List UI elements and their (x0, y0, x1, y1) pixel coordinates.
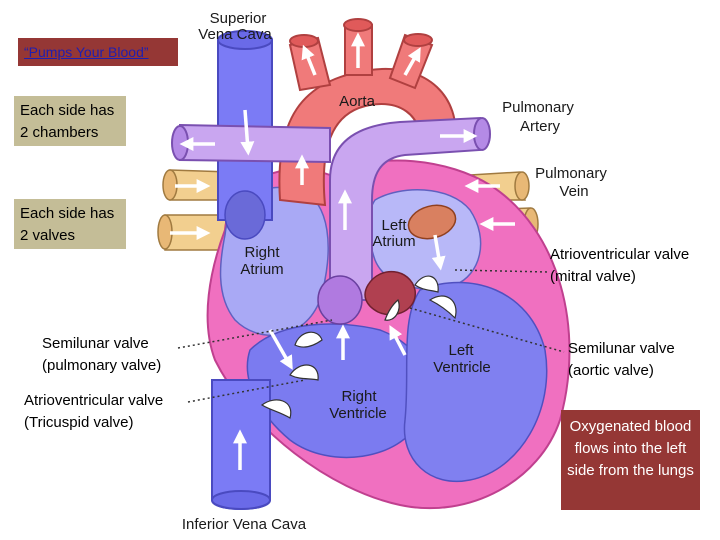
label-pa-line2: Artery (520, 118, 561, 135)
flow-arrows (170, 32, 515, 470)
label-la-line1: Left (381, 217, 407, 234)
header-note: “Pumps Your Blood” (18, 38, 178, 66)
leader-lines (177, 269, 565, 403)
chambers-note: Each side has 2 chambers (14, 96, 126, 146)
label-ivc: Inferior Vena Cava (182, 516, 307, 533)
diagram-labels: Superior Vena Cava Aorta Pulmonary Arter… (182, 10, 607, 533)
label-ra-line1: Right (244, 244, 280, 261)
oxygen-note: Oxygenated blood flows into the left sid… (561, 410, 700, 510)
valve-leaflets (260, 275, 457, 419)
label-pv-line2: Vein (559, 183, 588, 200)
mitral-valve-note: Atrioventricular valve (mitral valve) (550, 246, 690, 285)
svc-opening (224, 190, 266, 240)
label-pa-line1: Pulmonary (502, 99, 574, 116)
label-la-line2: Atrium (372, 233, 415, 250)
label-ra-line2: Atrium (240, 261, 283, 278)
pulmonary-valve (317, 275, 363, 325)
tricuspid-valve-note: Atrioventricular valve (Tricuspid valve) (24, 392, 164, 431)
label-rv-line2: Ventricle (329, 405, 387, 422)
valves-note: Each side has 2 valves (14, 199, 126, 249)
label-svc-line2: Vena Cava (198, 26, 272, 43)
label-pv-line1: Pulmonary (535, 165, 607, 182)
label-rv-line1: Right (341, 388, 377, 405)
aortic-valve-note: Semilunar valve (aortic valve) (568, 340, 675, 379)
label-svc-line1: Superior (210, 10, 267, 27)
label-lv-line2: Ventricle (433, 359, 491, 376)
aortic-valve (364, 270, 416, 316)
label-aorta: Aorta (339, 93, 376, 110)
left-ventricle (403, 281, 548, 483)
pulmonary-valve-note: Semilunar valve (pulmonary valve) (42, 335, 162, 374)
label-lv-line1: Left (448, 342, 474, 359)
